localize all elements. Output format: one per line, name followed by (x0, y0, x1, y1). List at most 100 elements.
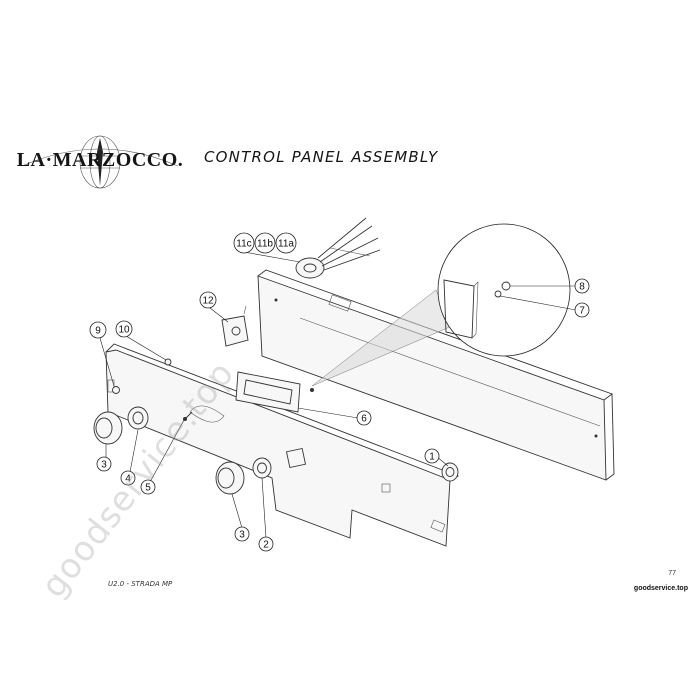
bracket-hole (231, 326, 241, 336)
rear-panel-hole (594, 434, 598, 438)
callout-label: 4 (125, 474, 131, 485)
callout-bubble (574, 278, 590, 294)
callout-bubble (120, 470, 136, 486)
callout-label: 1 (429, 452, 435, 463)
probe-head-center (303, 263, 317, 273)
callout-label: 5 (145, 483, 151, 494)
rear-panel-part (257, 269, 615, 481)
callout-7: 7 (574, 302, 590, 318)
rear-panel-end (605, 393, 615, 481)
switch-part-right (441, 462, 459, 482)
knob-part-center (215, 461, 245, 495)
callout-bubble (115, 320, 133, 338)
leader-6 (297, 407, 359, 419)
callout-3-left: 3 (96, 456, 112, 472)
leader-9 (99, 337, 115, 387)
switch-face (257, 462, 267, 474)
rear-panel-fold (299, 317, 601, 427)
screw-shaft (185, 411, 193, 419)
rear-panel-top-edge (257, 269, 613, 401)
leader-5 (149, 419, 185, 483)
switch-face (132, 411, 144, 425)
detail-washer (494, 290, 502, 298)
leader-3-center (231, 493, 243, 529)
front-panel-slot (430, 519, 446, 533)
detail-panel-side (471, 281, 479, 339)
knob-face (95, 417, 113, 439)
callout-label: 12 (202, 296, 214, 307)
switch-face (445, 467, 455, 477)
switch-body (127, 406, 149, 430)
page-title: CONTROL PANEL ASSEMBLY (204, 148, 439, 166)
callout-11a: 11a (275, 232, 297, 254)
callout-bubble (258, 536, 274, 552)
indicator-lamp (112, 386, 120, 394)
front-panel-cutout (189, 405, 225, 423)
callout-bubble (140, 479, 156, 495)
knob-body (215, 461, 245, 495)
probe-rod-bracket (329, 247, 371, 257)
callout-5: 5 (140, 479, 156, 495)
rear-panel-slot (328, 294, 352, 312)
callout-bubble (89, 321, 107, 339)
leader-12 (209, 307, 229, 323)
rear-panel-hole (274, 298, 278, 302)
bracket-part (221, 305, 249, 347)
front-panel-face (105, 349, 451, 547)
callout-12: 12 (199, 291, 217, 309)
switch-body (441, 462, 459, 482)
small-cover (285, 447, 307, 469)
callout-2: 2 (258, 536, 274, 552)
probe-rod (319, 225, 373, 263)
model-label: U2.0 - STRADA MP (108, 580, 173, 588)
callout-label: 7 (579, 306, 585, 317)
knob-body (93, 411, 123, 445)
callout-11b: 11b (254, 232, 276, 254)
logo-lily-icon (97, 138, 103, 186)
callout-bubble (96, 456, 112, 472)
callout-label: 8 (579, 282, 585, 293)
callout-label: 3 (101, 460, 107, 471)
front-panel-slot (381, 483, 391, 493)
callout-label: 6 (361, 414, 367, 425)
callout-label: 3 (239, 530, 245, 541)
la-marzocco-logo: LA·MARZOCCO. (17, 135, 184, 189)
callout-8: 8 (574, 278, 590, 294)
bracket-body (221, 315, 249, 347)
site-label: goodservice.top (634, 585, 688, 592)
switch-part-left (127, 406, 149, 430)
leader-2 (261, 477, 267, 539)
callout-9: 9 (89, 321, 107, 339)
callout-label: 11c (236, 239, 251, 250)
callout-bubble (275, 232, 297, 254)
leader-4 (129, 429, 139, 473)
logo-text: LA·MARZOCCO. (17, 149, 184, 171)
bracket-screw (243, 305, 247, 315)
callout-10: 10 (115, 320, 133, 338)
callout-bubble (233, 232, 255, 254)
leader-lines (99, 251, 577, 539)
callout-bubble (254, 232, 276, 254)
callout-bubble (574, 302, 590, 318)
callout-bubble (234, 526, 250, 542)
callout-4: 4 (120, 470, 136, 486)
callout-label: 9 (95, 326, 101, 337)
logo-globe-meridian (89, 135, 111, 189)
callout-label: 11b (257, 239, 273, 250)
display-housing-body (235, 371, 301, 413)
probe-head (295, 257, 325, 279)
display-window (243, 379, 293, 405)
callout-label: 2 (263, 540, 269, 551)
display-housing-part (235, 371, 314, 413)
leader-7 (499, 295, 577, 311)
knob-part-left (93, 411, 123, 445)
knob-face (217, 467, 235, 489)
callout-label: 11a (278, 239, 294, 250)
small-fitting (164, 358, 172, 366)
callout-1: 1 (424, 448, 440, 464)
detail-magnifier (311, 223, 571, 387)
leader-10 (125, 335, 167, 361)
detail-circle (437, 223, 571, 357)
